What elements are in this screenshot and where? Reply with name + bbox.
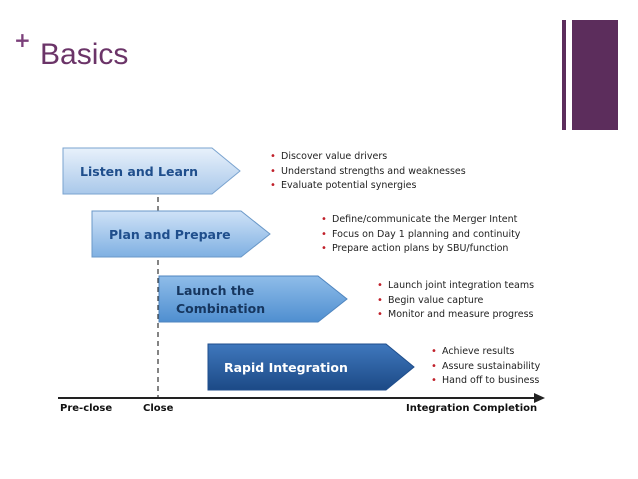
- accent-bar-thick: [572, 20, 618, 130]
- slide-title: Basics: [40, 38, 129, 71]
- list-item: Focus on Day 1 planning and continuity: [320, 228, 520, 243]
- list-item: Achieve results: [430, 345, 540, 360]
- stage-arrow-launch: [158, 275, 348, 323]
- list-item: Define/communicate the Merger Intent: [320, 213, 520, 228]
- list-item: Prepare action plans by SBU/function: [320, 242, 520, 257]
- stage-arrow-plan-prepare: [91, 210, 271, 258]
- bullets-plan-prepare: Define/communicate the Merger Intent Foc…: [320, 213, 520, 257]
- timeline-arrowhead: [534, 393, 545, 403]
- timeline-label-pre-close: Pre-close: [60, 403, 113, 414]
- slide-plus-icon: +: [14, 28, 31, 52]
- list-item: Understand strengths and weaknesses: [269, 165, 466, 180]
- bullets-rapid-integration: Achieve results Assure sustainability Ha…: [430, 345, 540, 389]
- stage-label-launch: Launch the Combination: [176, 283, 266, 316]
- list-item: Discover value drivers: [269, 150, 466, 165]
- list-item: Launch joint integration teams: [376, 279, 534, 294]
- timeline-label-close: Close: [143, 403, 174, 414]
- stage-label-rapid-integration: Rapid Integration: [224, 360, 348, 375]
- timeline-label-completion: Integration Completion: [406, 403, 538, 414]
- accent-bar-thin: [562, 20, 566, 130]
- list-item: Monitor and measure progress: [376, 308, 534, 323]
- stage-label-plan-prepare: Plan and Prepare: [109, 227, 231, 242]
- list-item: Assure sustainability: [430, 360, 540, 375]
- bullets-listen-learn: Discover value drivers Understand streng…: [269, 150, 466, 194]
- stage-arrow-listen-learn: [62, 147, 241, 195]
- list-item: Begin value capture: [376, 294, 534, 309]
- stage-arrow-rapid-integration: [207, 343, 415, 391]
- list-item: Hand off to business: [430, 374, 540, 389]
- stage-label-listen-learn: Listen and Learn: [80, 164, 198, 179]
- bullets-launch: Launch joint integration teams Begin val…: [376, 279, 534, 323]
- list-item: Evaluate potential synergies: [269, 179, 466, 194]
